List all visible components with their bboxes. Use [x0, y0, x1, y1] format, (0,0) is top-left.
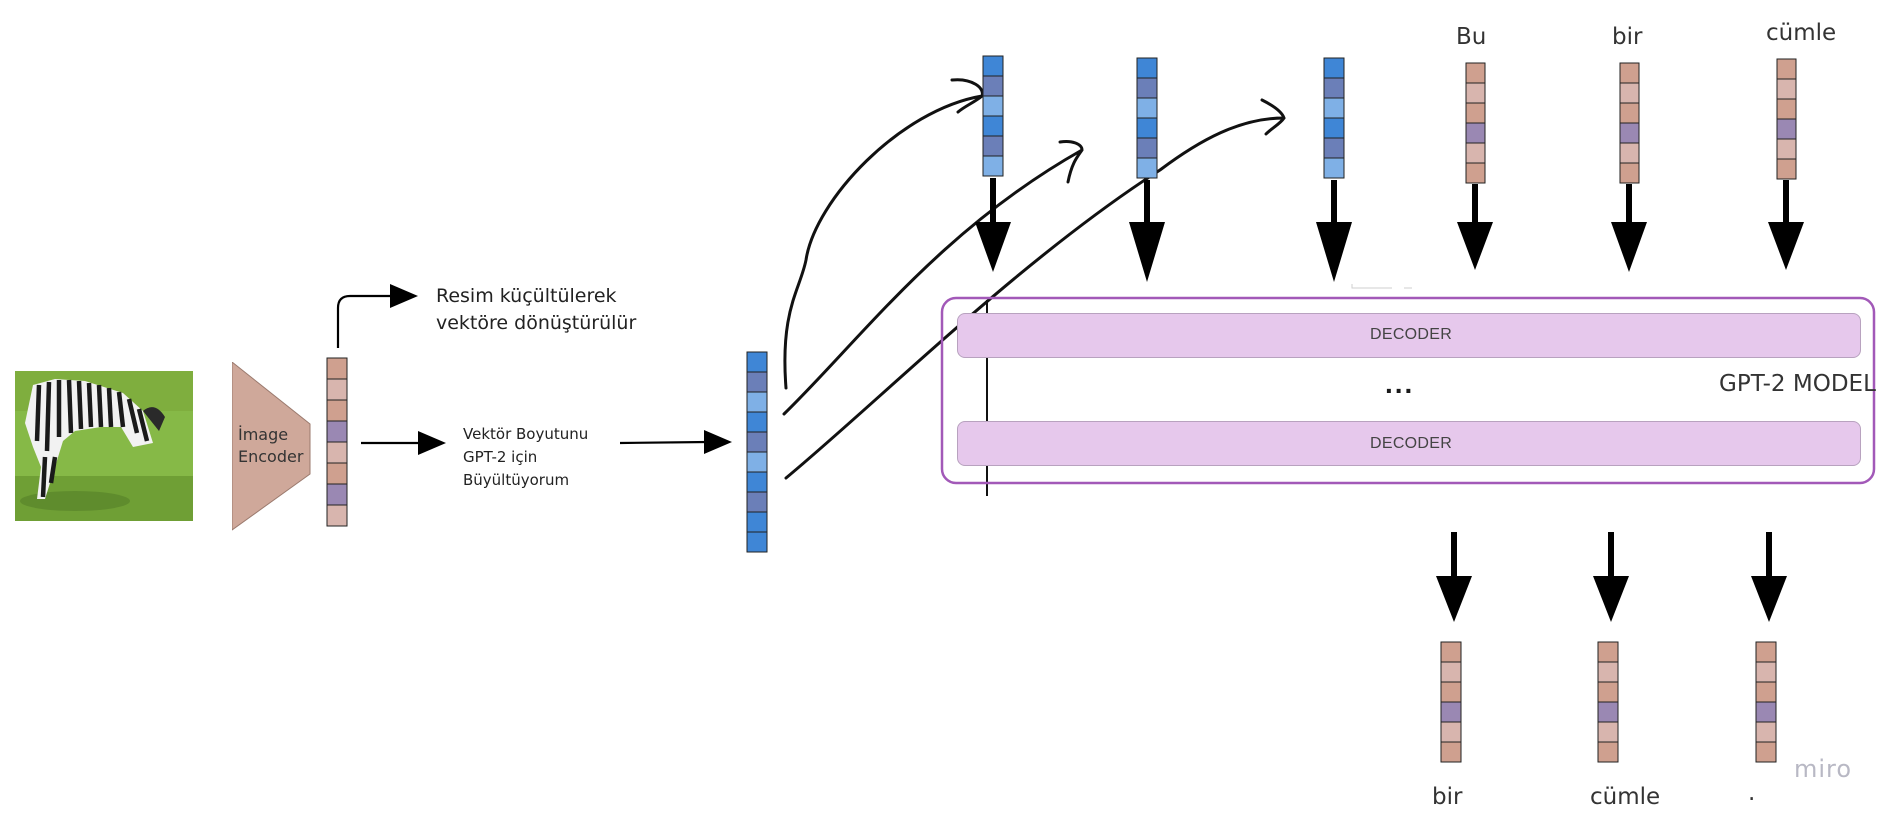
grow-note-line1: Vektör Boyutunu [463, 425, 589, 443]
shrink-note-arrow [336, 294, 392, 348]
token-vector-bir [1619, 62, 1640, 184]
image-encoder-shape [232, 362, 311, 531]
input-token-2: bir [1612, 24, 1643, 50]
zebra-image [15, 371, 193, 521]
encoder-output-vector [326, 357, 348, 527]
gpt2-sized-vector [746, 351, 768, 553]
split-curves [782, 78, 1286, 480]
input-vector-2 [1136, 57, 1158, 179]
output-down-arrows [1436, 532, 1787, 622]
input-token-3: cümle [1766, 20, 1837, 46]
output-vector-period [1755, 641, 1777, 763]
token-vector-cumle [1776, 58, 1797, 180]
decoder-bottom-label: DECODER [1370, 435, 1453, 452]
decoder-block-bottom [957, 421, 1861, 466]
input-token-1: Bu [1456, 24, 1487, 50]
decoder-top-label: DECODER [1370, 326, 1453, 343]
gpt2-model-box [940, 296, 1876, 485]
input-vector-3 [1323, 57, 1345, 179]
token-vector-bu [1465, 62, 1486, 184]
encoder-label-line2: Encoder [238, 447, 304, 466]
model-name: GPT-2 MODEL [1719, 371, 1876, 397]
shrink-note-line1: Resim küçültülerek [436, 285, 617, 307]
shrink-note-line2: vektöre dönüştürülür [436, 312, 637, 334]
output-vector-bir [1440, 641, 1462, 763]
decoder-block-top [957, 313, 1861, 358]
output-vector-cumle [1597, 641, 1619, 763]
output-token-1: bir [1432, 784, 1463, 810]
input-down-arrows [975, 178, 1804, 282]
input-vector-1 [982, 55, 1004, 177]
miro-watermark: miro [1794, 755, 1853, 783]
encoder-label-line1: İmage [238, 425, 289, 444]
ellipsis: ... [1385, 368, 1415, 399]
output-token-2: cümle [1590, 784, 1661, 810]
grow-note-line2: GPT-2 için [463, 448, 538, 466]
output-token-3: . [1748, 780, 1756, 806]
grow-note-line3: Büyültüyorum [463, 471, 570, 489]
